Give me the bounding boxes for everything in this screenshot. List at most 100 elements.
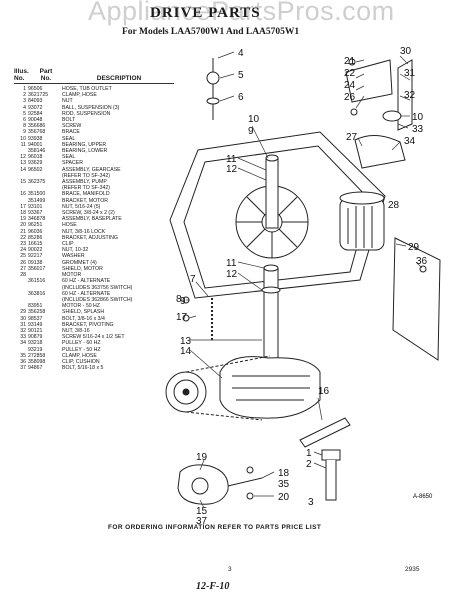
callout-9: 9 [248,126,254,137]
callout-20: 20 [278,492,290,503]
part-description: HOSE, TUB OUTLET [62,86,112,92]
page-title: DRIVE PARTS [150,5,261,21]
parts-list-row: (INCLUDES 362866 SWITCH) [14,297,174,303]
part-number: 94867 [28,365,43,372]
callout-37: 37 [196,516,208,527]
callout-5: 5 [238,70,244,81]
header-part-label: Part [39,68,53,75]
part-description: GROMMET (4) [62,259,97,266]
parts-list-row: (REFER TO SF-342) [14,185,174,191]
part-description: BRACE, MANIFOLD [62,191,110,198]
part-number: 96506 [28,86,43,92]
pulley-inner [173,379,199,405]
illus-number: 21 [20,228,26,235]
callout-10: 10 [412,112,424,123]
header-part-no-label: No. [40,75,52,82]
upper-bearing [265,157,279,229]
part-description: (REFER TO SF-342) [62,172,110,179]
tub-outlet-hose [325,460,337,501]
header-part: Part No. [28,68,64,82]
pump-impeller [191,477,209,495]
illus-number: 35 [20,352,26,359]
illus-number: 30 [20,315,26,322]
nut-21 [348,58,356,66]
pivoting-bracket [397,59,413,131]
part-description: ASSEMBLY, BASEPLATE [62,216,122,223]
part-number: 92584 [28,110,43,117]
callout-34: 34 [404,136,416,147]
callout-9: 9 [180,296,186,307]
part-number: 356017 [28,265,46,272]
suspension-nut [206,97,220,105]
part-number: 93101 [28,203,43,210]
part-description: SCREW 5/16-24 x 1/2 SET [62,334,125,341]
part-number: 96018 [28,154,43,161]
page-subtitle: For Models LAA5700W1 And LAA5705W1 [122,27,300,37]
part-number: 358098 [28,358,46,365]
header-illus-no-label: No. [14,75,25,82]
pump-assembly [177,464,229,505]
baseplate-inner [183,145,371,289]
part-description: SCREW [62,123,82,130]
part-number: 96036 [28,228,43,235]
callout-33: 33 [412,124,424,135]
part-description: SCREW, 3/8-24 x 2 (2) [62,210,115,217]
illus-number: 12 [20,154,26,161]
part-description: 60 HZ - ALTERNATE [62,290,111,297]
illus-number: 14 [20,166,26,173]
illus-number: 23 [20,241,26,248]
header-description: DESCRIPTION [96,75,142,82]
part-number: 356686 [28,123,46,130]
part-number: 346878 [28,216,46,223]
part-number: 93938 [28,135,43,142]
callout-30: 30 [400,46,412,57]
callout-12: 12 [226,269,238,280]
baseplate [169,131,386,299]
part-description: CLIP [62,241,74,248]
illus-number: 34 [20,340,26,347]
motor [339,197,385,251]
grommet-26 [350,108,358,116]
part-description: BRACKET, ADJUSTING [62,234,118,241]
illus-number: 18 [20,210,26,217]
part-number: 272858 [28,352,46,359]
part-description: HOSE [62,222,77,229]
part-description: NUT, 3/8-16 LOCK [62,228,106,235]
part-description: BRACE [62,129,80,136]
clip-36 [419,265,427,273]
part-number: 3621725 [28,92,49,99]
leader-lines [186,51,423,509]
part-description: PULLEY - 60 HZ [62,340,101,347]
illus-number: 27 [20,265,26,272]
illus-number: 28 [20,272,26,279]
manifold-brace [299,417,351,448]
callout-19: 19 [196,452,208,463]
illus-number: 8 [23,123,26,130]
part-number: 83951 [28,303,43,310]
part-description: SHIELD, MOTOR [62,265,103,272]
illus-number: 1 [23,86,26,92]
part-number: 93629 [28,160,43,167]
suspension-ball [206,71,220,85]
part-number: 94001 [28,141,43,148]
part-description: SPACER [62,160,83,167]
part-description: BALL, SUSPENSION (3) [62,104,120,111]
hose-clamp [321,449,341,461]
callout-15: 15 [196,506,208,517]
